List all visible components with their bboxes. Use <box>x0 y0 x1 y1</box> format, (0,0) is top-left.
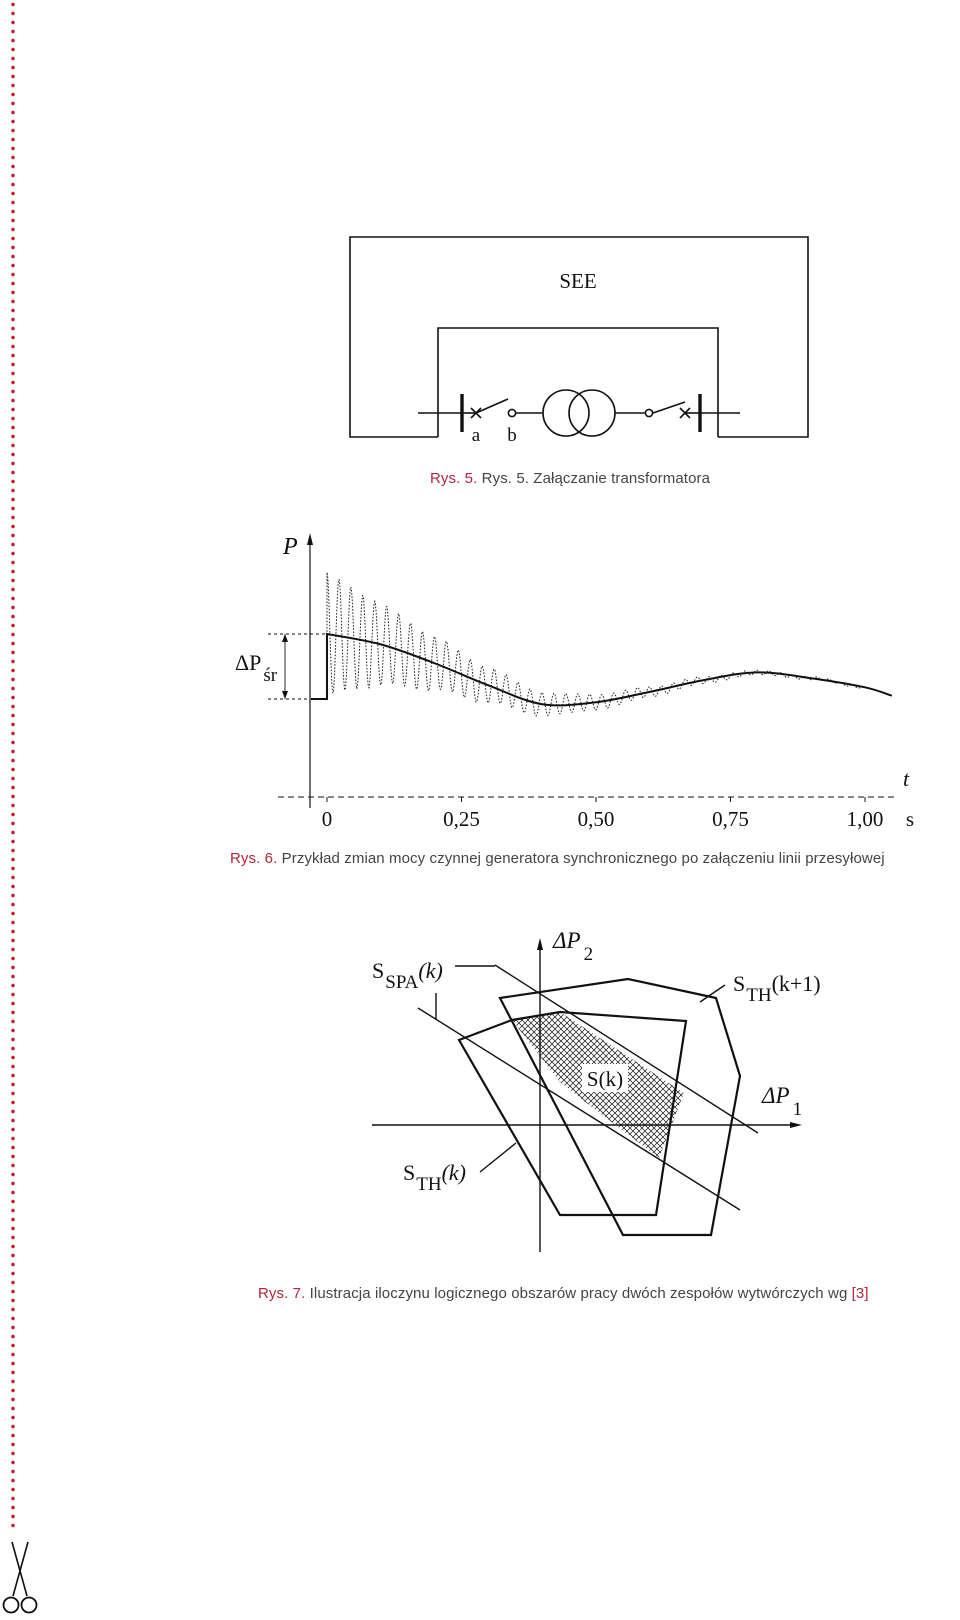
fig7-sth-k1-label: STH(k+1) <box>733 971 821 1006</box>
fig5-see-label: SEE <box>559 269 596 293</box>
margin-dotted-cut-line <box>10 0 16 1530</box>
fig7-dp1-label: ΔP1 <box>761 1083 802 1120</box>
fig7-dp1-arrow <box>790 1122 802 1128</box>
fig6-series-dotted <box>326 572 865 717</box>
fig6-x-tick-label: 0,50 <box>578 807 615 831</box>
fig5-switch-left <box>475 398 509 414</box>
fig5-label-b: b <box>507 425 517 446</box>
fig6-x-tick-label: 1,00 <box>847 807 884 831</box>
fig6-delta-label: ΔPśr <box>235 650 278 686</box>
fig7-sspa-line-lower <box>417 1007 741 1211</box>
fig6-chart: 0 0,25 0,50 0,75 1,00 P ΔPśr t s <box>235 533 914 831</box>
fig7-caption-prefix: Rys. 7. <box>258 1285 306 1302</box>
fig5-circuit-diagram: SEE a b <box>349 236 809 446</box>
fig6-caption: Rys. 6. Przykład zmian mocy czynnej gene… <box>230 850 885 867</box>
fig6-y-axis-arrow <box>307 533 313 545</box>
fig7-dp2-arrow <box>537 938 543 950</box>
fig6-caption-prefix: Rys. 6. <box>230 850 278 867</box>
fig5-label-a: a <box>472 425 481 446</box>
fig6-y-label: P <box>282 534 298 560</box>
fig7-caption-text: Ilustracja iloczynu logicznego obszarów … <box>305 1285 852 1302</box>
fig5-inner-box <box>437 327 719 437</box>
fig5-caption-prefix: Rys. 5. <box>430 470 478 487</box>
fig5-transformer-winding-1 <box>542 389 590 437</box>
scissors-icon <box>2 1541 38 1614</box>
fig6-x-tick-label: 0,25 <box>443 807 480 831</box>
fig6-unit-label: s <box>906 807 914 831</box>
fig7-caption: Rys. 7. Ilustracja iloczynu logicznego o… <box>258 1285 869 1302</box>
fig7-sth-k1-region <box>498 977 742 1237</box>
fig7-sspa-line-upper <box>494 964 759 1134</box>
fig7-diagram: ΔP2 ΔP1 SSPA(k) STH(k+1) STH(k) S(k) <box>372 928 821 1252</box>
fig6-series-solid <box>310 632 893 707</box>
fig5-caption: Rys. 5. Rys. 5. Załączanie transformator… <box>430 470 710 487</box>
fig6-caption-text: Przykład zmian mocy czynnej generatora s… <box>277 850 885 867</box>
fig6-x-tick-label: 0 <box>322 807 333 831</box>
fig7-caption-ref[interactable]: [3] <box>851 1285 869 1302</box>
fig7-sth-k-label: STH(k) <box>403 1160 466 1195</box>
fig7-dp2-label: ΔP2 <box>552 928 593 965</box>
fig5-see-outer-box <box>349 236 809 438</box>
fig6-x-tick-label: 0,75 <box>712 807 749 831</box>
fig5-switch-right <box>652 401 686 414</box>
fig7-sspa-label: SSPA(k) <box>372 958 443 993</box>
fig6-t-label: t <box>903 766 910 791</box>
fig5-caption-text: Rys. 5. Załączanie transformatora <box>477 470 711 487</box>
fig7-sk-label: S(k) <box>587 1067 623 1091</box>
